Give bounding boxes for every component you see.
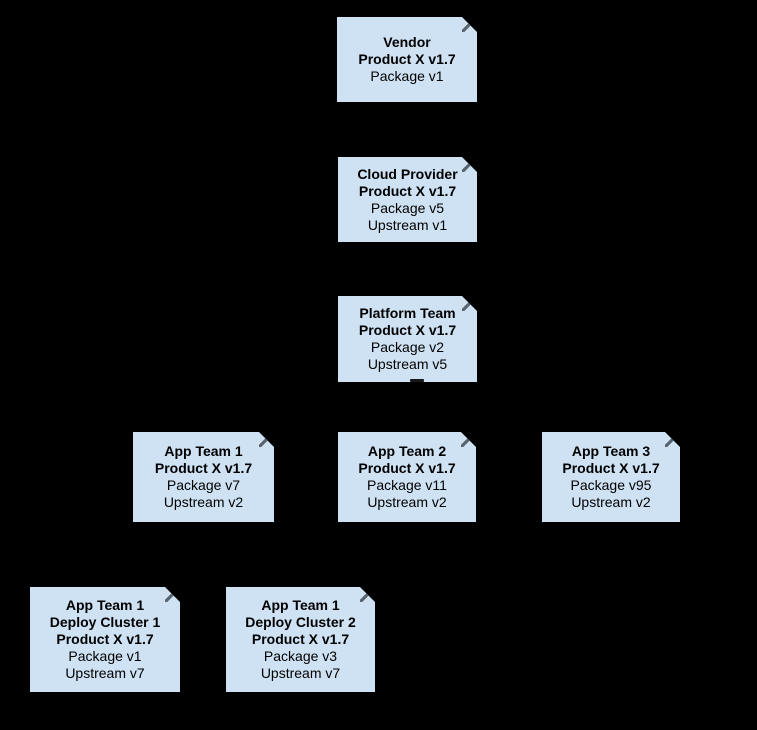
node-title: App Team 1 [164, 443, 243, 459]
node-platform-team: Platform Team Product X v1.7 Package v2 … [338, 296, 477, 382]
node-upstream-version: Upstream v2 [571, 494, 651, 510]
node-vendor: Vendor Product X v1.7 Package v1 [337, 17, 477, 102]
node-title: App Team 2 [367, 443, 447, 459]
node-package-version: Package v5 [370, 199, 445, 216]
node-app-team-1-deploy-cluster-1: App Team 1 Deploy Cluster 1 Product X v1… [30, 587, 180, 692]
node-product-version: Product X v1.7 [56, 631, 154, 647]
node-upstream-version: Upstream v5 [367, 356, 448, 372]
node-app-team-1: App Team 1 Product X v1.7 Package v7 Ups… [133, 432, 274, 522]
node-product-version: Product X v1.7 [358, 51, 456, 67]
node-product-version: Product X v1.7 [358, 182, 457, 199]
node-app-team-1-deploy-cluster-2: App Team 1 Deploy Cluster 2 Product X v1… [226, 587, 375, 692]
node-title: App Team 3 [571, 443, 651, 459]
node-title: Deploy Cluster 2 [245, 614, 356, 630]
node-cloud-provider: Cloud Provider Product X v1.7 Package v5… [338, 157, 477, 242]
clipped-text-fragment [410, 379, 424, 382]
node-title: Vendor [383, 34, 431, 50]
node-product-version: Product X v1.7 [562, 460, 660, 476]
node-product-version: Product X v1.7 [358, 460, 456, 476]
node-upstream-version: Upstream v7 [260, 665, 341, 681]
node-package-version: Package v7 [166, 477, 241, 493]
node-product-version: Product X v1.7 [358, 322, 457, 338]
node-team: App Team 1 [65, 597, 145, 613]
node-package-version: Package v2 [370, 339, 445, 355]
node-title: Platform Team [359, 305, 456, 321]
node-package-version: Package v95 [570, 477, 652, 493]
node-upstream-version: Upstream v1 [367, 216, 448, 233]
node-upstream-version: Upstream v2 [367, 494, 447, 510]
node-package-version: Package v11 [367, 477, 447, 493]
node-app-team-3: App Team 3 Product X v1.7 Package v95 Up… [542, 432, 680, 522]
node-upstream-version: Upstream v7 [65, 665, 145, 681]
node-app-team-2: App Team 2 Product X v1.7 Package v11 Up… [338, 432, 476, 522]
node-title: Cloud Provider [357, 165, 458, 182]
node-team: App Team 1 [261, 597, 340, 613]
node-package-version: Package v1 [68, 648, 142, 664]
node-product-version: Product X v1.7 [251, 631, 350, 647]
node-title: Deploy Cluster 1 [49, 614, 161, 630]
node-product-version: Product X v1.7 [154, 460, 253, 476]
node-package-version: Package v1 [370, 68, 444, 84]
node-package-version: Package v3 [263, 648, 338, 664]
node-upstream-version: Upstream v2 [163, 494, 244, 510]
